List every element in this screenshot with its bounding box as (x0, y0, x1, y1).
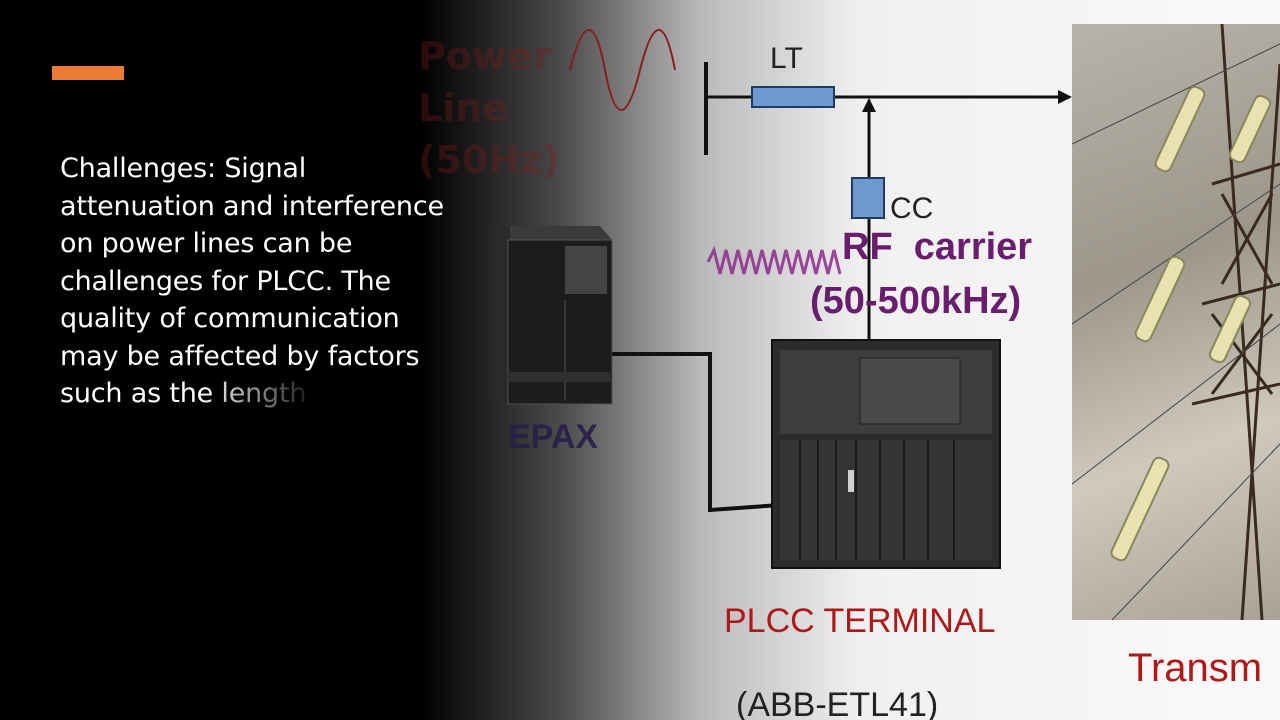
body-text-line: such as the length (60, 378, 307, 409)
cc-label: CC (890, 192, 934, 225)
plcc-terminal-rack (771, 339, 1001, 569)
transmission-label: Transm (1128, 646, 1263, 690)
body-text-line: on power lines can be (60, 228, 353, 259)
line-trap-box (751, 86, 835, 108)
sine-wave (569, 29, 676, 111)
epax-cabinet (492, 226, 613, 405)
power-line-label-line: Power (418, 34, 552, 78)
body-text-line: may be affected by factors (60, 340, 420, 372)
power-line-label: Power Line (50Hz) (418, 30, 560, 186)
power-line-label-line: (50Hz) (418, 138, 560, 182)
rf-carrier-label: RF carrier (842, 226, 1033, 268)
body-text-line: quality of communication (60, 303, 400, 334)
body-text-line: Challenges: Signal (60, 153, 307, 184)
power-line-label-line: Line (418, 86, 509, 130)
plcc-terminal-label: PLCC TERMINAL (724, 602, 996, 640)
slide-body-text: Challenges: Signal attenuation and inter… (60, 150, 480, 413)
transmission-tower-photo (1072, 24, 1280, 620)
rf-frequency-label: (50-500kHz) (810, 280, 1022, 322)
epax-plcc-wire (612, 352, 781, 513)
body-text-line: attenuation and interference (60, 190, 444, 222)
epax-label: EPAX (508, 418, 599, 456)
abb-model-label: (ABB-ETL41) (736, 686, 939, 720)
lt-label: LT (770, 42, 803, 75)
body-text-line: challenges for PLCC. The (60, 265, 391, 297)
rf-carrier-wave (706, 245, 842, 275)
accent-bar (52, 66, 124, 80)
coupling-capacitor-box (851, 177, 885, 219)
coupling-arrow (862, 98, 876, 112)
power-line-arrow (1058, 90, 1072, 104)
